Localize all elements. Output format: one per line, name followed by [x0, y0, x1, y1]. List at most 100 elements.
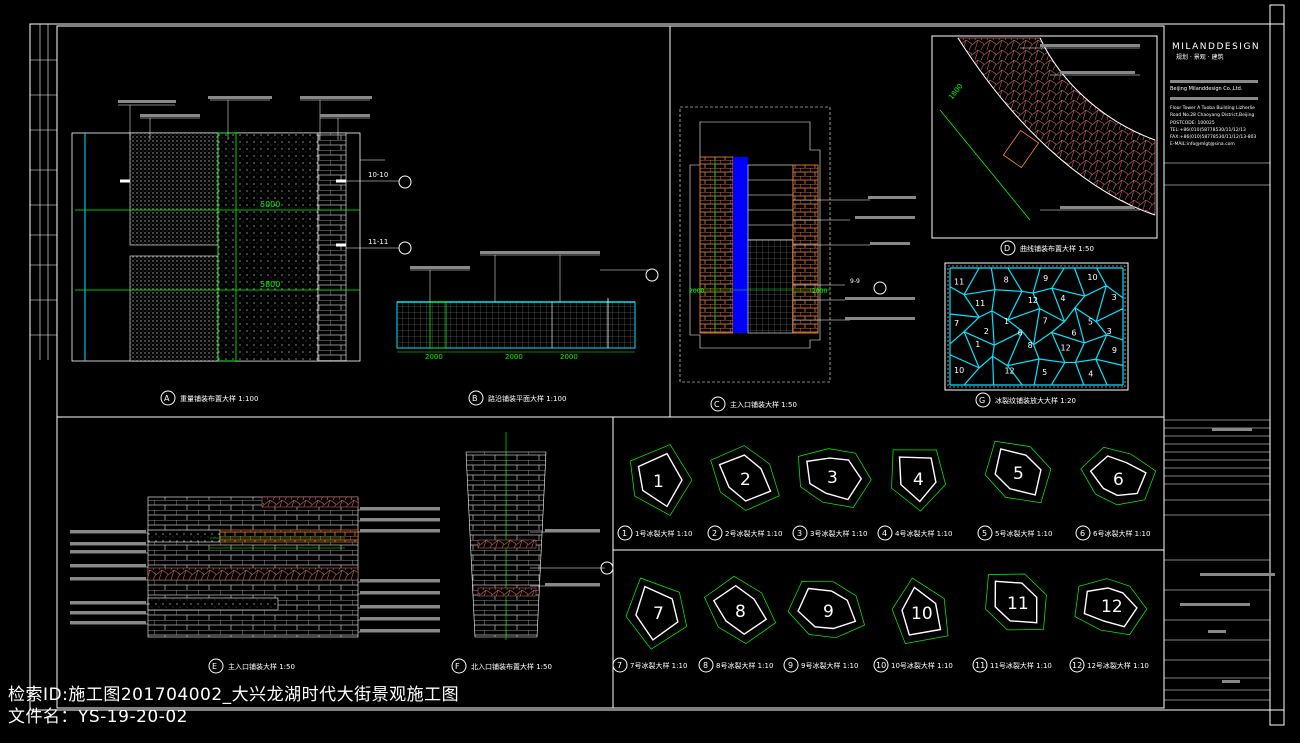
svg-text:2000: 2000 — [812, 288, 827, 295]
watermark-line-2: 文件名：YS-19-20-02 — [8, 707, 188, 727]
stone-caption-number: 9 — [788, 661, 793, 670]
dim-a-2: 5800 — [260, 280, 280, 289]
stone-detail-11: 11 11 11号冰裂大样 1:10 — [972, 573, 1052, 673]
crack-pattern-number: 8 — [1028, 341, 1033, 350]
watermark-line-1: 检索ID:施工图201704002_大兴龙湖时代大街景观施工图 — [8, 685, 460, 705]
svg-text:曲线铺装布置大样 1:50: 曲线铺装布置大样 1:50 — [1020, 244, 1094, 253]
crack-pattern-number: 8 — [1004, 276, 1009, 285]
stone-caption: 8号冰裂大样 1:10 — [716, 661, 773, 670]
svg-text:9-9: 9-9 — [850, 278, 860, 285]
stone-detail-1: 1 1 1号冰裂大样 1:10 — [617, 444, 693, 541]
svg-text:2000: 2000 — [425, 353, 443, 361]
section-callout-10: 10-10 — [368, 171, 388, 179]
brand-name: MILANDDESIGN — [1172, 42, 1260, 52]
svg-text:Beijing Milanddesign Co.,Ltd.: Beijing Milanddesign Co.,Ltd. — [1170, 86, 1243, 92]
svg-text:Floor Tower A Tuoba Building L: Floor Tower A Tuoba Building Lizherlie — [1170, 105, 1255, 111]
stone-number: 4 — [913, 470, 924, 490]
svg-text:E: E — [212, 662, 217, 671]
svg-text:G: G — [979, 396, 985, 405]
crack-pattern-number: 11 — [954, 277, 964, 286]
svg-text:Road No.28 Chaoyang District,B: Road No.28 Chaoyang District,Beijing — [1170, 112, 1254, 118]
crack-pattern-number: 1 — [975, 340, 980, 349]
svg-text:1800: 1800 — [947, 82, 964, 101]
stone-number: 1 — [653, 472, 664, 492]
stone-detail-6: 6 6 6号冰裂大样 1:10 — [1075, 446, 1157, 541]
svg-text:2000: 2000 — [560, 353, 578, 361]
dim-a-1: 5000 — [260, 200, 280, 209]
crack-pattern-number: 5 — [1088, 317, 1093, 326]
stone-number: 7 — [653, 604, 664, 624]
svg-text:B: B — [472, 394, 478, 403]
stone-caption-number: 2 — [712, 529, 717, 538]
crack-pattern-number: 7 — [954, 319, 959, 328]
stone-caption: 10号冰裂大样 1:10 — [891, 661, 953, 670]
stone-number: 9 — [823, 602, 834, 622]
stone-detail-4: 4 4 4号冰裂大样 1:10 — [877, 449, 952, 541]
stone-number: 5 — [1013, 464, 1024, 484]
stone-caption-number: 4 — [882, 529, 887, 538]
svg-text:F: F — [455, 662, 460, 671]
stone-caption-number: 6 — [1080, 529, 1085, 538]
svg-text:E-MAIL:info@mlgt@sina.com: E-MAIL:info@mlgt@sina.com — [1170, 141, 1235, 147]
svg-text:A: A — [164, 394, 170, 403]
svg-text:北入口铺装布置大样 1:50: 北入口铺装布置大样 1:50 — [471, 662, 552, 671]
crack-pattern-number: 6 — [1071, 328, 1076, 337]
crack-pattern-number: 2 — [984, 327, 989, 336]
svg-text:2000: 2000 — [505, 353, 523, 361]
brand-tagline: 规划 · 景观 · 建筑 — [1176, 53, 1223, 61]
detail-c-plan: 2000 2000 9-9 — [679, 106, 916, 383]
svg-text:主入口铺装大样 1:50: 主入口铺装大样 1:50 — [730, 400, 797, 409]
stone-caption-number: 12 — [1072, 661, 1082, 670]
stone-number: 10 — [911, 604, 933, 624]
crack-pattern-number: 1 — [1004, 317, 1009, 326]
detail-d-title: D 曲线铺装布置大样 1:50 — [1000, 240, 1094, 256]
crack-pattern-number: 10 — [1087, 273, 1097, 282]
stone-caption-number: 7 — [617, 661, 622, 670]
stone-caption: 6号冰裂大样 1:10 — [1093, 529, 1150, 538]
stone-caption: 5号冰裂大样 1:10 — [995, 529, 1052, 538]
stone-caption: 1号冰裂大样 1:10 — [635, 529, 692, 538]
detail-g-title: G 冰裂纹铺装放大大样 1:20 — [975, 392, 1076, 408]
svg-text:C: C — [714, 400, 720, 409]
detail-a-plan: 5000 5800 10-10 11-11 — [71, 96, 412, 362]
crack-pattern-number: 12 — [1028, 296, 1038, 305]
detail-b-plan: 2000 2000 2000 — [396, 251, 659, 361]
detail-f-title: F 北入口铺装布置大样 1:50 — [451, 658, 552, 674]
crack-pattern-number: 5 — [1042, 368, 1047, 377]
crack-pattern-number: 12 — [1004, 367, 1014, 376]
stone-number: 6 — [1113, 470, 1124, 490]
stone-caption-number: 1 — [622, 529, 627, 538]
crack-pattern-number: 11 — [975, 299, 985, 308]
crack-pattern-number: 9 — [1112, 346, 1117, 355]
svg-text:POSTCODE: 100025: POSTCODE: 100025 — [1170, 120, 1215, 126]
stone-caption: 2号冰裂大样 1:10 — [725, 529, 782, 538]
stone-caption: 11号冰裂大样 1:10 — [990, 661, 1052, 670]
svg-text:FAX:+86(010)58778530/11/12/13-: FAX:+86(010)58778530/11/12/13-803 — [1170, 134, 1256, 140]
svg-text:路沿铺装平面大样 1:100: 路沿铺装平面大样 1:100 — [488, 394, 566, 403]
stone-caption: 3号冰裂大样 1:10 — [810, 529, 867, 538]
detail-c-title: C 主入口铺装大样 1:50 — [710, 396, 797, 412]
stone-caption-number: 11 — [975, 661, 985, 670]
detail-b-title: B 路沿铺装平面大样 1:100 — [468, 390, 566, 406]
detail-d-plan: 1800 — [931, 35, 1158, 239]
crack-pattern-number: 3 — [1107, 327, 1112, 336]
detail-e-plan — [70, 496, 440, 638]
crack-pattern-number: 4 — [1088, 370, 1093, 379]
svg-text:TEL:+86(010)58778530/11/12/13: TEL:+86(010)58778530/11/12/13 — [1169, 127, 1246, 133]
stone-caption: 4号冰裂大样 1:10 — [895, 529, 952, 538]
svg-text:2000: 2000 — [689, 288, 704, 295]
stone-number: 11 — [1007, 594, 1029, 614]
stone-caption-number: 8 — [703, 661, 708, 670]
detail-f-plan — [465, 432, 614, 640]
crack-pattern-number: 3 — [1112, 293, 1117, 302]
crack-pattern-number: 12 — [1060, 343, 1070, 352]
